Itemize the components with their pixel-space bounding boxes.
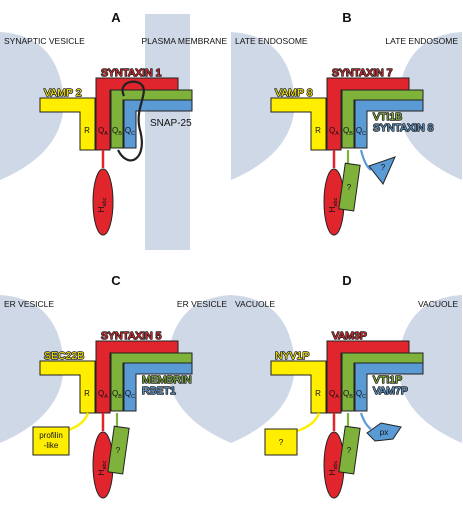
qb-helix	[110, 89, 193, 149]
qa-snare-label: SYNTAXIN 1	[101, 67, 162, 79]
qb-n-domain	[107, 425, 130, 475]
panel-a: A SYNAPTIC VESICLE PLASMA MEMBRANE Habc R QA Q…	[0, 10, 227, 250]
v-snare-label: SEC22B	[44, 350, 84, 362]
qa-syntaxin	[326, 77, 410, 151]
qc-linker	[359, 149, 372, 171]
v-snare-label: NYV1P	[275, 350, 309, 362]
left-compartment	[0, 32, 64, 180]
qc-region-label: QC	[125, 389, 135, 400]
qb-snare-label: VTI1B	[373, 111, 402, 123]
qc-region-label: QC	[125, 126, 135, 137]
qa-snare-label: SYNTAXIN 7	[332, 67, 393, 79]
right-compartment-label: VACUOLE	[418, 299, 458, 309]
right-compartment-label: ER VESICLE	[177, 299, 227, 309]
qa-region-label: QA	[329, 389, 339, 400]
r-linker	[296, 412, 321, 433]
qb-snare-label: VTI1P	[373, 374, 402, 386]
qb-n-domain	[338, 162, 361, 212]
left-compartment-label: LATE ENDOSOME	[235, 36, 308, 46]
px-domain-label: px	[380, 428, 388, 437]
left-compartment	[231, 32, 295, 180]
right-compartment	[167, 295, 231, 443]
left-compartment-label: ER VESICLE	[4, 299, 54, 309]
qc-region-label: QC	[356, 389, 366, 400]
profilin-label: profilin	[39, 431, 63, 440]
qa-syntaxin	[95, 340, 179, 414]
panel-letter: B	[342, 10, 351, 25]
habc-label: Habc	[328, 197, 339, 212]
habc-label: Habc	[97, 460, 108, 475]
qb-region-label: QB	[112, 126, 122, 137]
right-compartment	[398, 295, 462, 443]
qc-region-label: QC	[356, 126, 366, 137]
snap25-linker	[117, 80, 145, 162]
qa-snare-label: VAM3P	[332, 330, 367, 342]
qa-syntaxin	[95, 77, 179, 151]
right-compartment-label: LATE ENDOSOME	[385, 36, 458, 46]
qa-snare-label: SYNTAXIN 5	[101, 330, 162, 342]
r-snare	[270, 97, 327, 151]
qb-n-domain-label: ?	[347, 183, 352, 192]
qa-syntaxin	[326, 340, 410, 414]
qb-helix	[341, 352, 424, 412]
qc-snare-label: RBET1	[142, 385, 176, 397]
qb-snare-label: MEMBRIN	[142, 374, 192, 386]
panel-letter: C	[111, 273, 121, 288]
r-snare	[39, 97, 96, 151]
left-compartment	[231, 295, 295, 443]
qb-region-label: QB	[112, 389, 122, 400]
r-region-label: R	[315, 126, 321, 135]
panel-letter: A	[111, 10, 121, 25]
qb-n-domain	[338, 425, 361, 475]
qc-n-domain-label: ?	[381, 163, 386, 172]
plasma-membrane	[145, 14, 190, 250]
qb-n-domain-label: ?	[116, 446, 121, 455]
r-snare	[39, 360, 96, 414]
r-region-label: R	[315, 389, 321, 398]
r-n-domain-label: ?	[279, 438, 284, 447]
v-snare-label: VAMP 8	[275, 87, 313, 99]
profilin-like-domain	[32, 426, 70, 456]
qb-region-label: QB	[343, 389, 353, 400]
qc-snare-label: VAM7P	[373, 385, 408, 397]
qa-region-label: QA	[329, 126, 339, 137]
r-region-label: R	[84, 389, 90, 398]
r-n-domain	[264, 428, 298, 456]
qb-region-label: QB	[343, 126, 353, 137]
habc-label: Habc	[328, 460, 339, 475]
r-region-label: R	[84, 126, 90, 135]
qb-n-domain-label: ?	[347, 446, 352, 455]
qc-snare-label: SYNTAXIN 8	[373, 122, 434, 134]
panel-letter: D	[342, 273, 351, 288]
qb-helix	[341, 89, 424, 149]
snap25-label: SNAP-25	[150, 118, 192, 129]
right-compartment	[398, 32, 462, 180]
qa-region-label: QA	[98, 389, 108, 400]
r-snare	[270, 360, 327, 414]
qa-region-label: QA	[98, 126, 108, 137]
left-compartment-label: VACUOLE	[235, 299, 275, 309]
qc-linker	[359, 412, 372, 430]
habc-domain	[92, 168, 114, 236]
right-compartment-label: PLASMA MEMBRANE	[142, 36, 228, 46]
qb-helix	[110, 352, 193, 412]
habc-label: Habc	[97, 197, 108, 212]
v-snare-label: VAMP 2	[44, 87, 82, 99]
qc-n-domain	[368, 156, 396, 185]
profilin-label-2: -like	[44, 441, 59, 450]
left-compartment-label: SYNAPTIC VESICLE	[4, 36, 85, 46]
px-domain	[366, 422, 402, 442]
left-compartment	[0, 295, 64, 443]
